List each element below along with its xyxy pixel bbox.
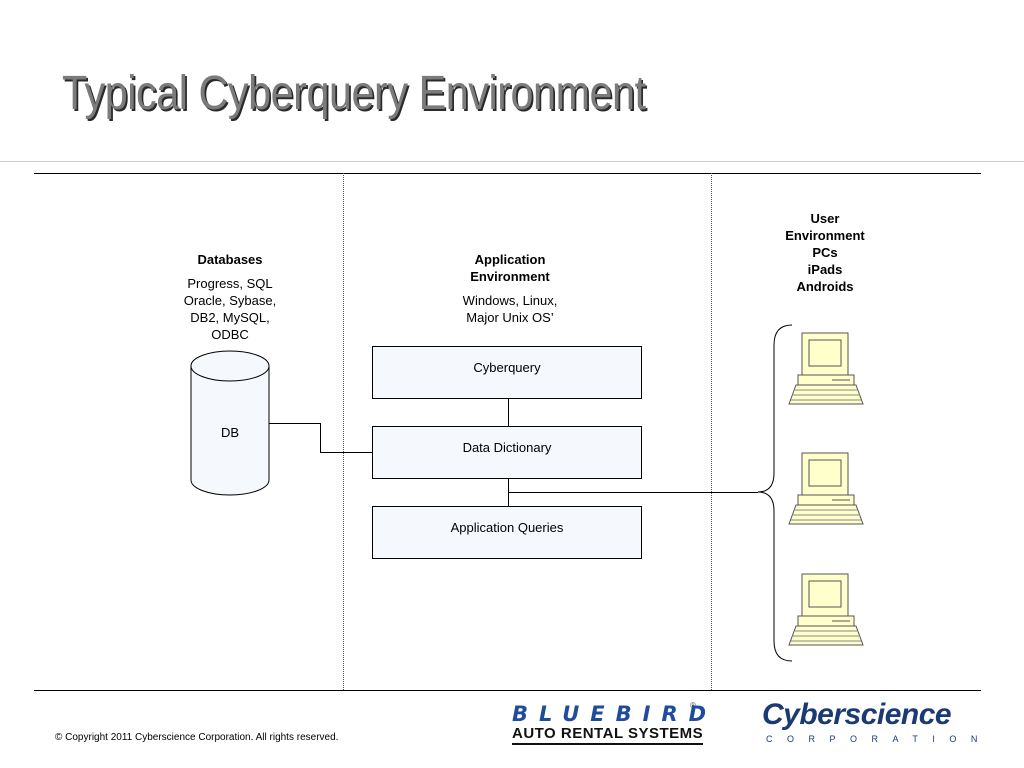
database-cylinder-icon <box>190 350 270 496</box>
pc-icon <box>788 573 864 646</box>
data-dictionary-box: Data Dictionary <box>372 426 642 479</box>
slide-title: Typical Cyberquery Environment <box>62 67 646 120</box>
cyberscience-logo: Cyberscience CORPORATION <box>762 697 992 745</box>
application-queries-box: Application Queries <box>372 506 642 559</box>
bottom-rule <box>34 690 981 691</box>
cyberscience-logo-bottom: CORPORATION <box>766 734 992 744</box>
application-heading: Application Environment <box>470 252 550 284</box>
registered-mark: ® <box>690 701 696 710</box>
bluebird-logo-bottom: AUTO RENTAL SYSTEMS <box>512 725 704 745</box>
pc-icon <box>788 452 864 525</box>
bluebird-logo-top: BLUEBIRD <box>512 702 718 726</box>
connector-db-v <box>320 423 321 452</box>
connector-cyberquery-dictionary <box>508 399 509 426</box>
column-divider-left <box>343 173 344 690</box>
column-divider-right <box>711 173 712 690</box>
pc-icon <box>788 332 864 405</box>
connector-db-h1 <box>269 423 321 424</box>
bluebird-logo: BLUEBIRD ® AUTO RENTAL SYSTEMS <box>512 701 718 745</box>
user-environment-heading: User Environment PCs iPads Androids <box>785 211 865 294</box>
title-divider <box>0 161 1024 162</box>
db-label: DB <box>220 425 240 440</box>
copyright-notice: © Copyright 2011 Cyberscience Corporatio… <box>55 732 339 743</box>
cyberquery-box: Cyberquery <box>372 346 642 399</box>
connector-db-h2 <box>320 452 372 453</box>
user-bracket <box>757 324 793 662</box>
cyberscience-logo-top: Cyberscience <box>762 698 952 731</box>
top-rule <box>34 173 981 174</box>
databases-list: Progress, SQL Oracle, Sybase, DB2, MySQL… <box>183 276 277 342</box>
application-os-list: Windows, Linux, Major Unix OS’ <box>462 293 558 325</box>
connector-dictionary-users <box>508 492 758 493</box>
databases-heading: Databases <box>197 252 263 267</box>
